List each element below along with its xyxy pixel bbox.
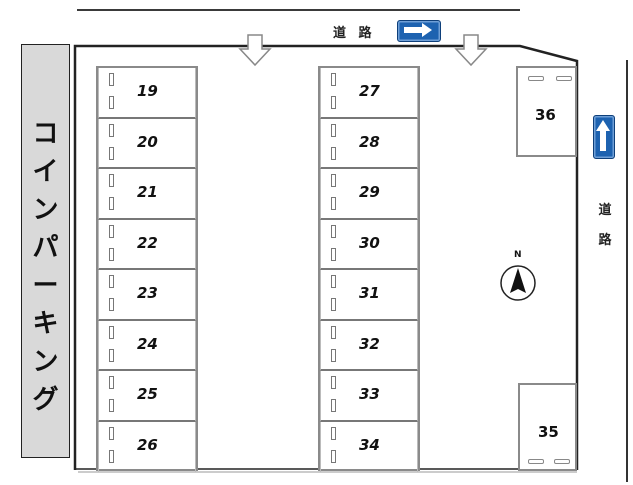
- space-number: 25: [137, 385, 158, 403]
- space-number: 31: [359, 284, 380, 302]
- parking-space[interactable]: 34: [320, 421, 418, 472]
- left-parking-column: 19 20 21 22 23 24 25 26: [96, 66, 198, 472]
- wheel-stop: [331, 146, 336, 160]
- wheel-stop: [331, 73, 336, 86]
- space-number: 29: [359, 183, 380, 201]
- wheel-stop: [109, 224, 114, 238]
- north-arrow-icon: [500, 265, 536, 301]
- space-number: 33: [359, 385, 380, 403]
- wheel-stop: [109, 73, 114, 86]
- parking-space[interactable]: 31: [320, 270, 418, 321]
- top-road-label: 道 路: [333, 26, 376, 41]
- one-way-up-arrow-icon: [596, 120, 610, 151]
- wheel-stop: [109, 123, 114, 137]
- wheel-stop: [331, 275, 336, 288]
- parking-space[interactable]: 29: [320, 169, 418, 220]
- wheel-stop: [109, 174, 114, 187]
- wheel-stop: [556, 76, 572, 81]
- coin-parking-sign: コ イ ン パ ー キ ン グ: [21, 44, 70, 458]
- wheel-stop: [109, 325, 114, 339]
- space-number: 34: [359, 435, 380, 454]
- parking-space[interactable]: 19: [98, 68, 196, 119]
- wheel-stop: [109, 426, 114, 440]
- wheel-stop: [109, 146, 114, 160]
- wheel-stop: [331, 224, 336, 238]
- wheel-stop: [331, 426, 336, 440]
- one-way-right-arrow-icon: [404, 23, 432, 37]
- space-number: 35: [538, 423, 559, 441]
- parking-space[interactable]: 24: [98, 320, 196, 371]
- wheel-stop: [331, 399, 336, 412]
- wheel-stop: [528, 459, 544, 464]
- wheel-stop: [331, 247, 336, 261]
- wheel-stop: [331, 325, 336, 339]
- parking-space[interactable]: 20: [98, 118, 196, 169]
- wheel-stop: [554, 459, 570, 464]
- wheel-stop: [331, 174, 336, 187]
- wheel-stop: [109, 298, 114, 311]
- top-road-edge: [77, 9, 520, 11]
- one-way-right-sign: [397, 20, 441, 42]
- space-number: 26: [137, 435, 158, 454]
- space-number: 32: [359, 334, 380, 353]
- wheel-stop: [109, 247, 114, 261]
- space-number: 23: [137, 284, 158, 302]
- compass: N: [499, 250, 539, 302]
- parking-space[interactable]: 27: [320, 68, 418, 119]
- wheel-stop: [331, 123, 336, 137]
- space-number: 20: [137, 132, 158, 151]
- coin-parking-sign-text: コ イ ン パ ー キ ン グ: [32, 119, 59, 415]
- parking-space[interactable]: 33: [320, 371, 418, 422]
- space-number: 24: [137, 334, 158, 353]
- compass-north-label: N: [514, 250, 522, 260]
- parking-space-35[interactable]: 35: [518, 383, 577, 471]
- wheel-stop: [109, 376, 114, 389]
- parking-space[interactable]: 23: [98, 270, 196, 321]
- wheel-stop: [331, 96, 336, 109]
- space-number: 21: [137, 183, 158, 201]
- down-arrow-icon: [238, 34, 272, 67]
- wheel-stop: [109, 449, 114, 463]
- parking-space[interactable]: 28: [320, 118, 418, 169]
- wheel-stop: [331, 348, 336, 362]
- wheel-stop: [109, 96, 114, 109]
- wheel-stop: [331, 376, 336, 389]
- space-number: 22: [137, 233, 158, 252]
- wheel-stop: [109, 275, 114, 288]
- wheel-stop: [331, 197, 336, 210]
- parking-space[interactable]: 26: [98, 421, 196, 472]
- parking-space[interactable]: 21: [98, 169, 196, 220]
- parking-space-36[interactable]: 36: [516, 66, 577, 157]
- parking-space[interactable]: 25: [98, 371, 196, 422]
- wheel-stop: [331, 298, 336, 311]
- wheel-stop: [331, 449, 336, 463]
- space-number: 27: [359, 82, 380, 100]
- parking-space[interactable]: 22: [98, 219, 196, 270]
- space-number: 19: [137, 82, 158, 100]
- wheel-stop: [528, 76, 544, 81]
- wheel-stop: [109, 399, 114, 412]
- space-number: 36: [535, 106, 556, 124]
- parking-space[interactable]: 32: [320, 320, 418, 371]
- wheel-stop: [109, 348, 114, 362]
- right-road-label: 道 路: [598, 203, 612, 248]
- down-arrow-icon: [454, 34, 488, 67]
- space-number: 30: [359, 233, 380, 252]
- middle-parking-column: 27 28 29 30 31 32 33 34: [318, 66, 420, 472]
- wheel-stop: [109, 197, 114, 210]
- space-number: 28: [359, 132, 380, 151]
- parking-space[interactable]: 30: [320, 219, 418, 270]
- one-way-up-sign: [593, 115, 615, 159]
